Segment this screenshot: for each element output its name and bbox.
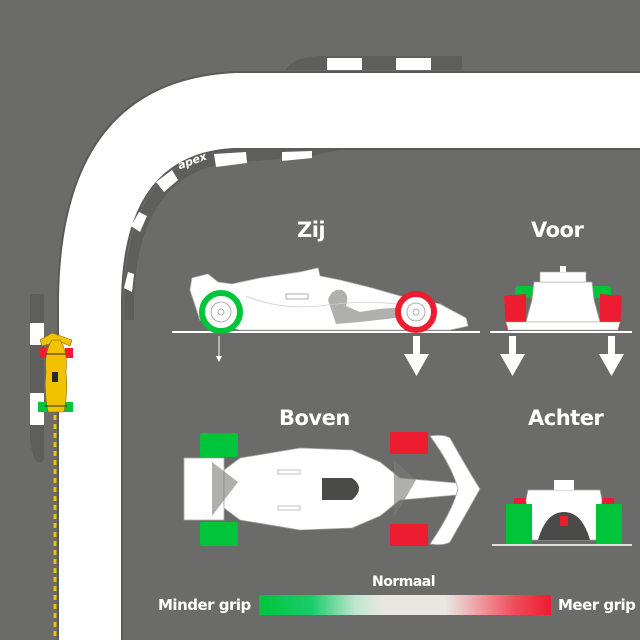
side-view-car <box>172 267 480 376</box>
rear-view-car <box>492 480 632 546</box>
view-title-front: Voor <box>531 218 584 242</box>
view-title-top: Boven <box>279 406 350 430</box>
side-front-wheel <box>395 291 437 333</box>
side-rear-wheel <box>199 290 243 334</box>
top-view-car <box>183 432 481 546</box>
top-front-right-wheel <box>390 524 428 546</box>
apex-kerb <box>124 150 340 320</box>
top-kerb <box>286 56 462 70</box>
top-rear-left-wheel <box>200 433 238 457</box>
view-title-rear: Achter <box>528 406 604 430</box>
front-view-car <box>490 266 632 376</box>
grip-gradient-bar <box>259 595 551 615</box>
view-title-side: Zij <box>297 218 326 242</box>
small-yellow-car <box>38 332 73 413</box>
left-kerb <box>30 294 44 463</box>
top-front-left-wheel <box>390 432 428 454</box>
legend-left-label: Minder grip <box>158 596 251 614</box>
legend-right-label: Meer grip <box>558 596 636 614</box>
track-surface <box>58 72 640 640</box>
legend-center-label: Normaal <box>372 574 436 590</box>
top-rear-right-wheel <box>200 522 238 546</box>
